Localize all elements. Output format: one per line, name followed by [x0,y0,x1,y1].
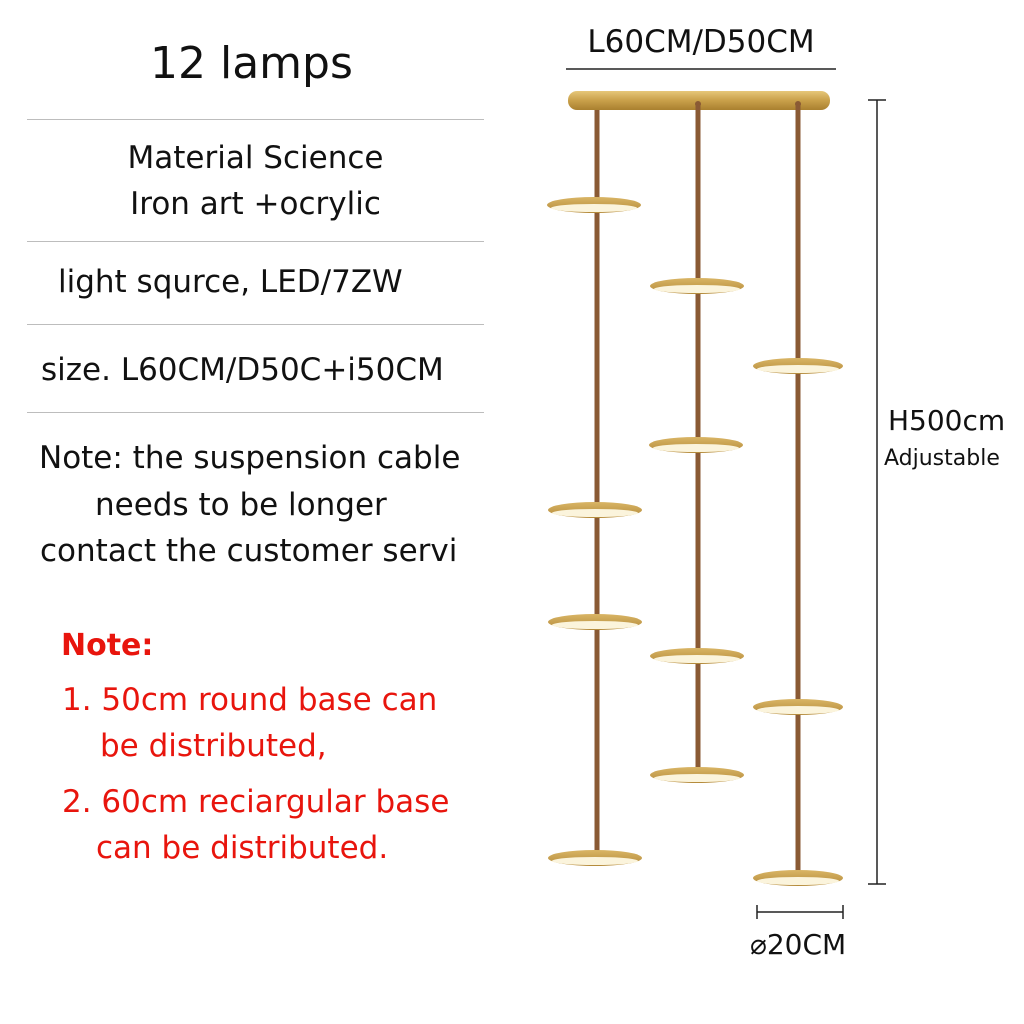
divider [27,324,484,325]
lamp-disc [753,358,843,374]
lamp-disc [548,850,642,866]
note-line-1: Note: the suspension cable [39,440,461,476]
lamp-disc [547,197,641,213]
red-note-item-1: 1. 50cm round base can [62,682,438,718]
lamp-disc [548,614,642,630]
diameter-label: ⌀20CM [750,928,847,961]
ceiling-canopy [568,91,830,110]
note-line-2: needs to be longer [95,487,387,523]
red-note-item-2-cont: can be distributed. [96,830,389,866]
lamp-disc [649,437,743,453]
lamp-disc [650,767,744,783]
red-note-item-1-cont: be distributed, [100,728,327,764]
lamp-disc [753,870,843,886]
lamp-disc [650,278,744,294]
height-dimension-line [868,99,886,885]
light-source: light squrce, LED/7ZW [58,264,403,300]
red-note-heading: Note: [61,628,154,663]
mount-point [795,101,801,107]
lamp-disc [548,502,642,518]
divider [27,119,484,120]
divider [27,412,484,413]
lamp-disc [753,699,843,715]
divider [27,241,484,242]
lamp-disc [650,648,744,664]
height-note: Adjustable [884,446,1000,471]
diameter-dimension-line [756,905,844,919]
size-spec: size. L60CM/D50C+i50CM [41,352,444,388]
top-dimension-label: L60CM/D50CM [587,24,815,60]
title: 12 lamps [150,38,353,89]
height-label: H500cm [888,404,1006,437]
note-line-3: contact the customer servi [40,533,458,569]
mount-point [695,101,701,107]
material-value: Iron art +ocrylic [130,186,381,222]
red-note-item-2: 2. 60cm reciargular base [62,784,450,820]
material-label: Material Science [127,140,384,176]
